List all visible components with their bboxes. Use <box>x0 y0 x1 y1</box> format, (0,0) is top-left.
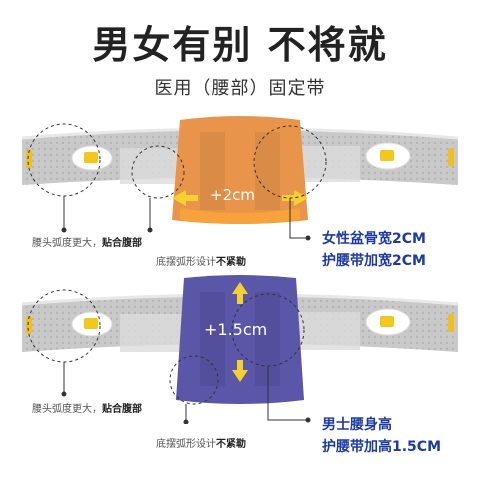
arrow-down-icon <box>232 360 248 382</box>
male-note-waist: 腰头弧度更大，贴合腹部 <box>32 404 142 415</box>
male-belt-illustration <box>21 275 459 424</box>
yellow-clip-left <box>26 150 32 168</box>
page-subtitle: 医用（腰部）固定带 <box>154 78 326 99</box>
male-feature-text: 男士腰身高 护腰带加高1.5CM <box>322 417 442 455</box>
female-back-panel <box>172 116 308 224</box>
female-feature-text: 女性盆骨宽2CM 护腰带加宽2CM <box>322 231 426 269</box>
callout-circle-mid <box>131 145 185 199</box>
buckle-right <box>380 316 394 327</box>
buckle-left <box>84 152 98 163</box>
female-dimension-label: +2cm <box>210 186 255 204</box>
female-note-waist: 腰头弧度更大，贴合腹部 <box>32 238 142 249</box>
page-title: 男女有别 不将就 <box>92 23 388 67</box>
male-note-hem: 底摆弧形设计不紧勒 <box>156 439 246 450</box>
buckle-left <box>84 318 98 329</box>
callout-circle-mid <box>169 355 219 405</box>
buckle-right <box>380 150 394 161</box>
arrow-up-icon <box>232 282 248 304</box>
yellow-clip-right <box>448 148 454 166</box>
yellow-clip-right <box>448 314 454 332</box>
female-belt-illustration <box>21 116 459 241</box>
yellow-clip-left <box>26 316 32 334</box>
male-back-panel <box>176 275 304 404</box>
female-note-hem: 底摆弧形设计不紧勒 <box>156 257 246 268</box>
male-dimension-label: +1.5cm <box>204 320 268 339</box>
arrow-right-icon <box>282 190 308 206</box>
arrow-left-icon <box>172 190 198 206</box>
